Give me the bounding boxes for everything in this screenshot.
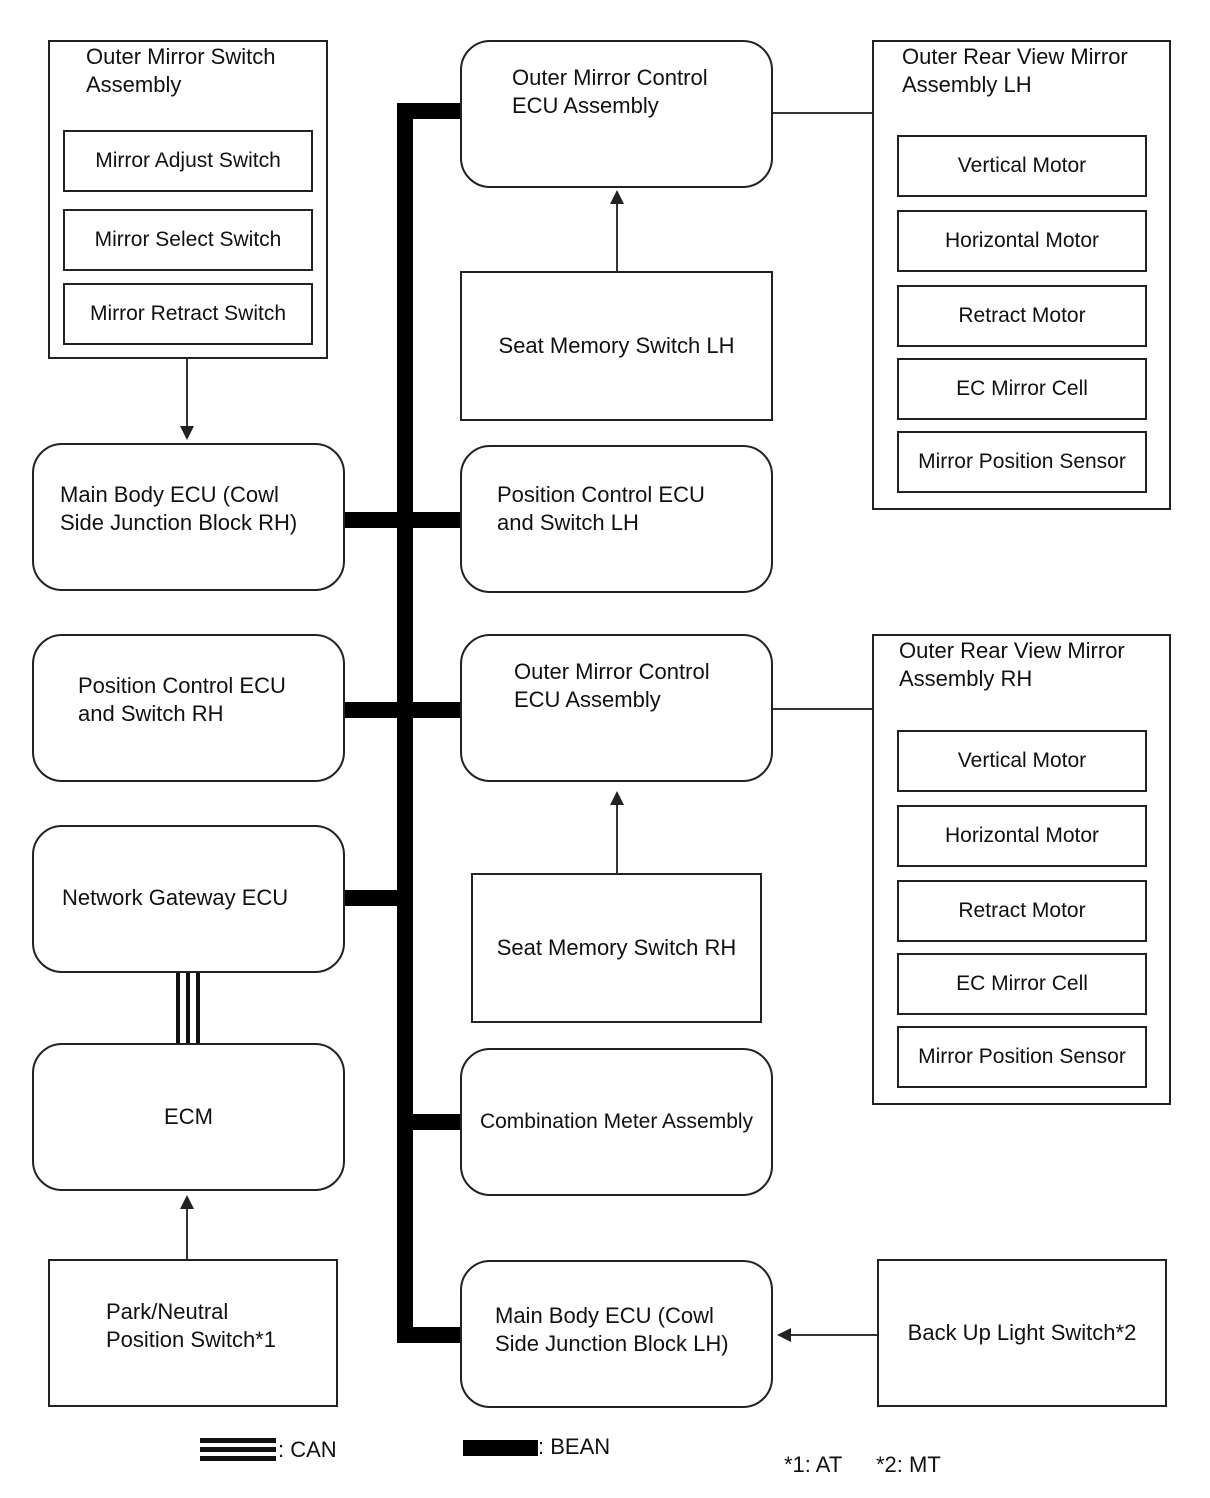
outer-mirror-switch-title: Outer Mirror Switch Assembly bbox=[86, 44, 276, 97]
arrowhead-icon bbox=[180, 1195, 194, 1209]
bean-legend-swatch bbox=[463, 1440, 538, 1456]
bean-bus-stub-gateway bbox=[343, 890, 403, 906]
mirror-rh-horizontal-motor: Horizontal Motor bbox=[897, 805, 1147, 867]
bean-legend-label: : BEAN bbox=[538, 1434, 611, 1459]
line-seat-rh-to-mirror-ecu bbox=[616, 804, 618, 874]
mirror-lh-position-sensor: Mirror Position Sensor bbox=[897, 431, 1147, 493]
can-bus-link bbox=[176, 971, 200, 1045]
mirror-lh-retract-motor: Retract Motor bbox=[897, 285, 1147, 347]
line-seat-lh-to-mirror-ecu bbox=[616, 203, 618, 273]
mirror-lh-vertical-motor: Vertical Motor bbox=[897, 135, 1147, 197]
bean-bus-stub-main-body-rh bbox=[343, 512, 463, 528]
line-mirror-ecu-rh-to-mirror-rh bbox=[772, 708, 873, 710]
mirror-rh-vertical-motor: Vertical Motor bbox=[897, 730, 1147, 792]
can-legend-label: : CAN bbox=[278, 1437, 337, 1462]
mirror-lh-title: Outer Rear View Mirror Assembly LH bbox=[902, 44, 1128, 97]
outer-rear-view-mirror-assembly-lh: Outer Rear View Mirror Assembly LH Verti… bbox=[872, 40, 1171, 510]
network-gateway-ecu: Network Gateway ECU bbox=[32, 825, 345, 973]
line-park-to-ecm bbox=[186, 1208, 188, 1260]
bean-bus-stub-main-body-lh bbox=[397, 1327, 462, 1343]
bean-bus-stub-position-rh bbox=[343, 702, 463, 718]
line-mirror-ecu-lh-to-mirror-lh bbox=[772, 112, 873, 114]
position-control-ecu-lh: Position Control ECU and Switch LH bbox=[460, 445, 773, 593]
position-control-rh-label: Position Control ECU and Switch RH bbox=[78, 673, 286, 726]
main-body-ecu-lh: Main Body ECU (Cowl Side Junction Block … bbox=[460, 1260, 773, 1408]
footnote-mt: *2: MT bbox=[876, 1452, 941, 1477]
position-control-lh-label: Position Control ECU and Switch LH bbox=[497, 482, 705, 535]
arrowhead-icon bbox=[180, 426, 194, 440]
network-gateway-label: Network Gateway ECU bbox=[62, 885, 289, 910]
footnote-at: *1: AT bbox=[784, 1452, 843, 1477]
main-body-ecu-lh-label: Main Body ECU (Cowl Side Junction Block … bbox=[495, 1303, 729, 1356]
outer-mirror-ecu-rh-label: Outer Mirror Control ECU Assembly bbox=[514, 659, 710, 712]
can-legend-swatch bbox=[200, 1438, 276, 1462]
arrowhead-icon bbox=[777, 1328, 791, 1342]
mirror-lh-ec-mirror-cell: EC Mirror Cell bbox=[897, 358, 1147, 420]
seat-memory-rh-label: Seat Memory Switch RH bbox=[496, 935, 737, 960]
mirror-rh-position-sensor: Mirror Position Sensor bbox=[897, 1026, 1147, 1088]
line-switch-to-main-body bbox=[186, 358, 188, 430]
position-control-ecu-rh: Position Control ECU and Switch RH bbox=[32, 634, 345, 782]
ecm: ECM bbox=[32, 1043, 345, 1191]
main-body-ecu-rh: Main Body ECU (Cowl Side Junction Block … bbox=[32, 443, 345, 591]
seat-memory-switch-lh: Seat Memory Switch LH bbox=[460, 271, 773, 421]
park-neutral-position-switch: Park/Neutral Position Switch*1 bbox=[48, 1259, 338, 1407]
mirror-retract-switch: Mirror Retract Switch bbox=[63, 283, 313, 345]
mirror-adjust-switch: Mirror Adjust Switch bbox=[63, 130, 313, 192]
seat-memory-lh-label: Seat Memory Switch LH bbox=[498, 333, 735, 358]
bean-bus-stub-outer-mirror-lh bbox=[397, 103, 462, 119]
outer-rear-view-mirror-assembly-rh: Outer Rear View Mirror Assembly RH Verti… bbox=[872, 634, 1171, 1105]
mirror-lh-horizontal-motor: Horizontal Motor bbox=[897, 210, 1147, 272]
back-up-light-label: Back Up Light Switch*2 bbox=[907, 1320, 1137, 1345]
mirror-select-switch: Mirror Select Switch bbox=[63, 209, 313, 271]
combination-meter-assembly: Combination Meter Assembly bbox=[460, 1048, 773, 1196]
arrowhead-icon bbox=[610, 190, 624, 204]
outer-mirror-control-ecu-lh: Outer Mirror Control ECU Assembly bbox=[460, 40, 773, 188]
bean-bus-stub-combination-meter bbox=[405, 1114, 462, 1130]
ecm-label: ECM bbox=[164, 1104, 213, 1129]
back-up-light-switch: Back Up Light Switch*2 bbox=[877, 1259, 1167, 1407]
arrowhead-icon bbox=[610, 791, 624, 805]
line-backup-to-main-body-lh bbox=[790, 1334, 878, 1336]
combination-meter-label: Combination Meter Assembly bbox=[479, 1110, 754, 1133]
outer-mirror-ecu-lh-label: Outer Mirror Control ECU Assembly bbox=[512, 65, 708, 118]
park-neutral-label: Park/Neutral Position Switch*1 bbox=[106, 1299, 276, 1352]
mirror-rh-retract-motor: Retract Motor bbox=[897, 880, 1147, 942]
bean-bus-trunk bbox=[397, 103, 413, 1343]
seat-memory-switch-rh: Seat Memory Switch RH bbox=[471, 873, 762, 1023]
mirror-rh-ec-mirror-cell: EC Mirror Cell bbox=[897, 953, 1147, 1015]
outer-mirror-switch-assembly: Outer Mirror Switch Assembly Mirror Adju… bbox=[48, 40, 328, 359]
outer-mirror-control-ecu-rh: Outer Mirror Control ECU Assembly bbox=[460, 634, 773, 782]
main-body-ecu-rh-label: Main Body ECU (Cowl Side Junction Block … bbox=[60, 482, 298, 535]
mirror-rh-title: Outer Rear View Mirror Assembly RH bbox=[899, 638, 1125, 691]
